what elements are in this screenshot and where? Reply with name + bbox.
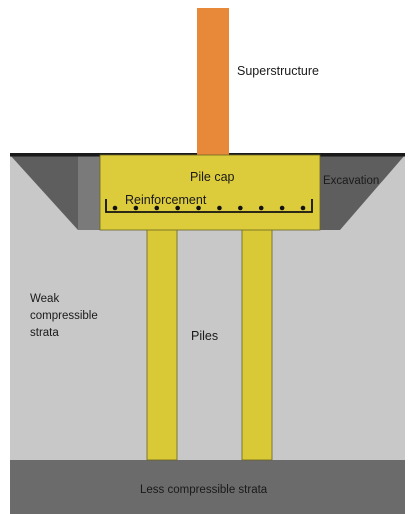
pile-left [146, 221, 178, 461]
reinforcement-bar-dot [154, 205, 160, 211]
less-compressible-strata-label: Less compressible strata [140, 484, 268, 496]
excavation-left [10, 155, 100, 230]
weak-strata-label-line-3: strata [30, 327, 59, 339]
excavation-backfill-left [78, 155, 100, 230]
reinforcement-bar-dot [196, 205, 201, 211]
superstructure-column [197, 8, 229, 156]
reinforcement-bar-line [105, 199, 313, 213]
pile-right [241, 221, 273, 461]
reinforcement-label: Reinforcement [125, 193, 207, 207]
reinforcement-bar-dot [300, 205, 306, 211]
superstructure-label: Superstructure [237, 64, 319, 78]
reinforcement-bar-dot [238, 205, 243, 211]
reinforcement-bar-dot [112, 205, 118, 211]
reinforcement-bar-dot [133, 205, 139, 211]
reinforcement-bar-dot [279, 205, 285, 211]
reinforcement-bar-dot [258, 205, 264, 211]
excavation-label: Excavation [323, 175, 379, 187]
excavation-right [320, 155, 405, 230]
reinforcement-dots [112, 205, 306, 211]
pile-cap [99, 154, 321, 231]
reinforcement-bar-dot [217, 205, 222, 211]
pile-cap-label: Pile cap [190, 170, 235, 184]
reinforcement-bar-dot [175, 205, 180, 211]
piles-label: Piles [191, 329, 218, 343]
weak-strata-label-line-1: Weak [30, 293, 59, 305]
less-compressible-strata [10, 460, 405, 514]
weak-strata-label-line-2: compressible [30, 310, 98, 322]
